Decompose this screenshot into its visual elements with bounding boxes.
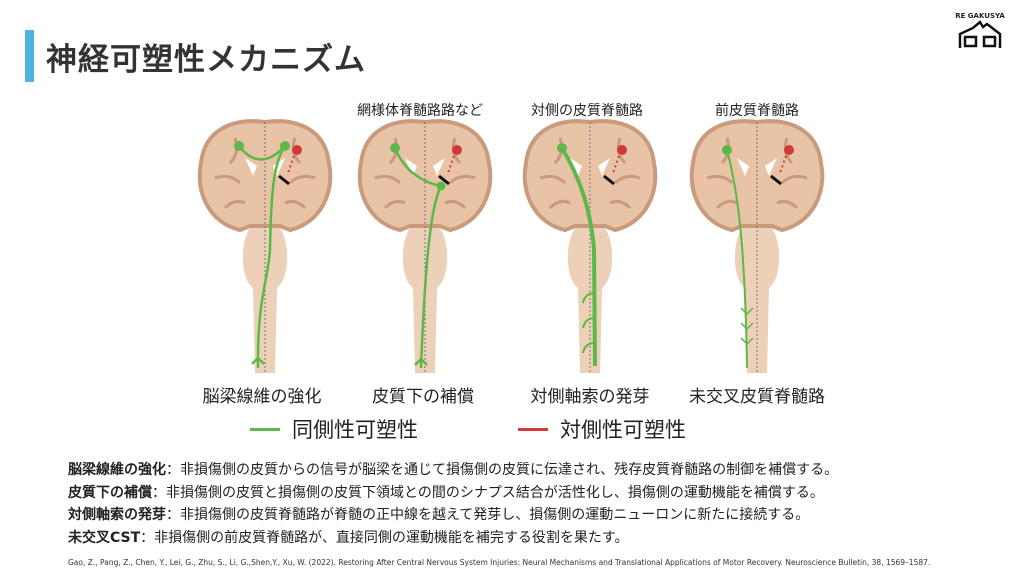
reference: Gao, Z., Pang, Z., Chen, Y., Lei, G., Zh… xyxy=(68,558,931,567)
legend-label: 対側性可塑性 xyxy=(560,418,686,442)
title-accent-bar xyxy=(25,30,34,82)
brain-diagram-uncrossed-cst xyxy=(689,119,825,373)
legend-green-line xyxy=(250,427,280,431)
description-term: 対側軸索の発芽 xyxy=(68,507,166,523)
brain-diagram-subcortical xyxy=(357,119,493,373)
description-term: 未交叉CST xyxy=(68,529,141,546)
brain-diagram-callosal xyxy=(197,119,333,373)
descriptions: 脳梁線維の強化：非損傷側の皮質からの信号が脳梁を通じて損傷側の皮質に伝達され、残… xyxy=(68,459,838,549)
description-text: ：非損傷側の皮質脊髄路が脊髄の正中線を越えて発芽し、損傷側の運動ニューロンに新た… xyxy=(166,507,810,523)
description-term: 脳梁線維の強化 xyxy=(68,462,166,478)
description-text: ：非損傷側の皮質と損傷側の皮質下領域との間のシナプス結合が活性化し、損傷側の運動… xyxy=(152,484,824,501)
legend-red-line xyxy=(518,427,548,431)
description-row: 脳梁線維の強化：非損傷側の皮質からの信号が脳梁を通じて損傷側の皮質に伝達され、残… xyxy=(68,459,838,482)
logo: RE GAKUSYA xyxy=(950,12,1010,54)
description-row: 未交叉CST：非損傷側の前皮質脊髄路が、直接同側の運動機能を補完する役割を果たす… xyxy=(68,527,838,550)
description-text: ：非損傷側の皮質からの信号が脳梁を通じて損傷側の皮質に伝達され、残存皮質脊髄路の… xyxy=(166,462,839,478)
mechanism-label: 皮質下の補償 xyxy=(372,387,474,407)
description-text: ：非損傷側の前皮質脊髄路が、直接同側の運動機能を補完する役割を果たす。 xyxy=(140,529,629,546)
description-term: 皮質下の補償 xyxy=(68,484,152,501)
mechanism-label: 対側軸索の発芽 xyxy=(530,387,650,407)
mechanism-label: 未交叉皮質脊髄路 xyxy=(689,387,825,407)
top-label-anterior-cst: 前皮質脊髄路 xyxy=(715,103,799,119)
mechanism-label: 脳梁線維の強化 xyxy=(202,387,322,407)
legend-contralateral: 対側性可塑性 xyxy=(518,414,686,444)
legend-ipsilateral: 同側性可塑性 xyxy=(250,414,418,444)
logo-text: RE GAKUSYA xyxy=(955,12,1005,20)
brain-diagram-axon-sprouting xyxy=(522,119,658,373)
logo-house-icon xyxy=(958,20,1002,48)
top-label-reticulospinal: 網様体脊髄路路など xyxy=(357,103,483,119)
description-row: 対側軸索の発芽：非損傷側の皮質脊髄路が脊髄の正中線を越えて発芽し、損傷側の運動ニ… xyxy=(68,504,838,527)
legend-label: 同側性可塑性 xyxy=(292,418,418,442)
description-row: 皮質下の補償：非損傷側の皮質と損傷側の皮質下領域との間のシナプス結合が活性化し、… xyxy=(68,482,838,505)
top-label-contralateral-cst: 対側の皮質脊髄路 xyxy=(531,103,643,119)
page-title: 神経可塑性メカニズム xyxy=(46,42,366,78)
